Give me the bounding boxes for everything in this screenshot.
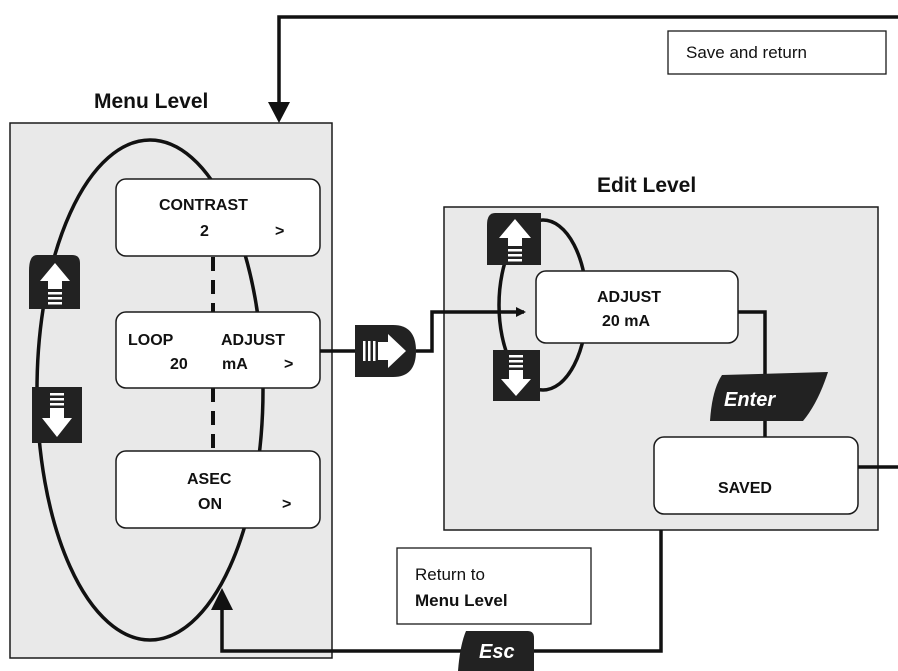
save-and-return-label: Save and return (686, 43, 807, 62)
adjust-label: ADJUST (221, 332, 285, 349)
return-note-line2: Menu Level (415, 591, 508, 610)
edit-adjust-box: ADJUST 20 mA (535, 270, 739, 344)
menu-down-arrow-key[interactable] (32, 387, 82, 443)
key-to-adjust-line (416, 307, 526, 353)
right-arrow-key[interactable] (355, 325, 416, 377)
save-and-return-note (667, 30, 887, 75)
contrast-label: CONTRAST (159, 197, 248, 214)
loop-value: 20 (170, 356, 188, 373)
saved-label: SAVED (718, 480, 772, 497)
esc-key[interactable]: Esc (458, 631, 534, 671)
edit-down-arrow-key[interactable] (493, 350, 540, 401)
return-note-line1: Return to (415, 565, 485, 584)
enter-key-label: Enter (724, 389, 776, 411)
menu-item-contrast[interactable]: CONTRAST 2 > (115, 178, 321, 257)
edit-level-title: Edit Level (597, 174, 696, 197)
menu-item-asec[interactable]: ASEC ON > (115, 450, 321, 529)
enter-key[interactable]: Enter (710, 372, 828, 421)
loop-unit: mA (222, 356, 248, 373)
return-arrowhead (211, 588, 233, 610)
save-return-line (277, 15, 898, 112)
menu-up-arrow-key[interactable] (29, 255, 80, 309)
return-path-line (220, 530, 663, 653)
return-to-menu-note (396, 547, 592, 625)
down-arrow-key-icon (42, 393, 72, 437)
edit-adjust-value: 20 mA (602, 313, 650, 330)
loop-label: LOOP (128, 332, 174, 349)
edit-up-arrow-key[interactable] (487, 213, 541, 265)
menu-item-loop-adjust[interactable]: LOOP ADJUST 20 mA > (115, 311, 321, 389)
up-arrow-key-icon (40, 263, 70, 305)
menu-level-title: Menu Level (94, 90, 208, 113)
asec-arrow: > (282, 496, 291, 513)
loop-arrow: > (284, 356, 293, 373)
right-arrow-key-icon (363, 334, 406, 368)
saved-box: SAVED (653, 436, 859, 515)
up-arrow-key-icon (499, 219, 531, 262)
asec-value: ON (198, 496, 222, 513)
contrast-value: 2 (200, 223, 209, 240)
asec-label: ASEC (187, 471, 232, 488)
contrast-arrow: > (275, 223, 284, 240)
save-return-arrowhead (268, 102, 290, 123)
esc-key-label: Esc (479, 641, 515, 663)
edit-adjust-label: ADJUST (597, 289, 661, 306)
down-arrow-key-icon (501, 355, 531, 396)
